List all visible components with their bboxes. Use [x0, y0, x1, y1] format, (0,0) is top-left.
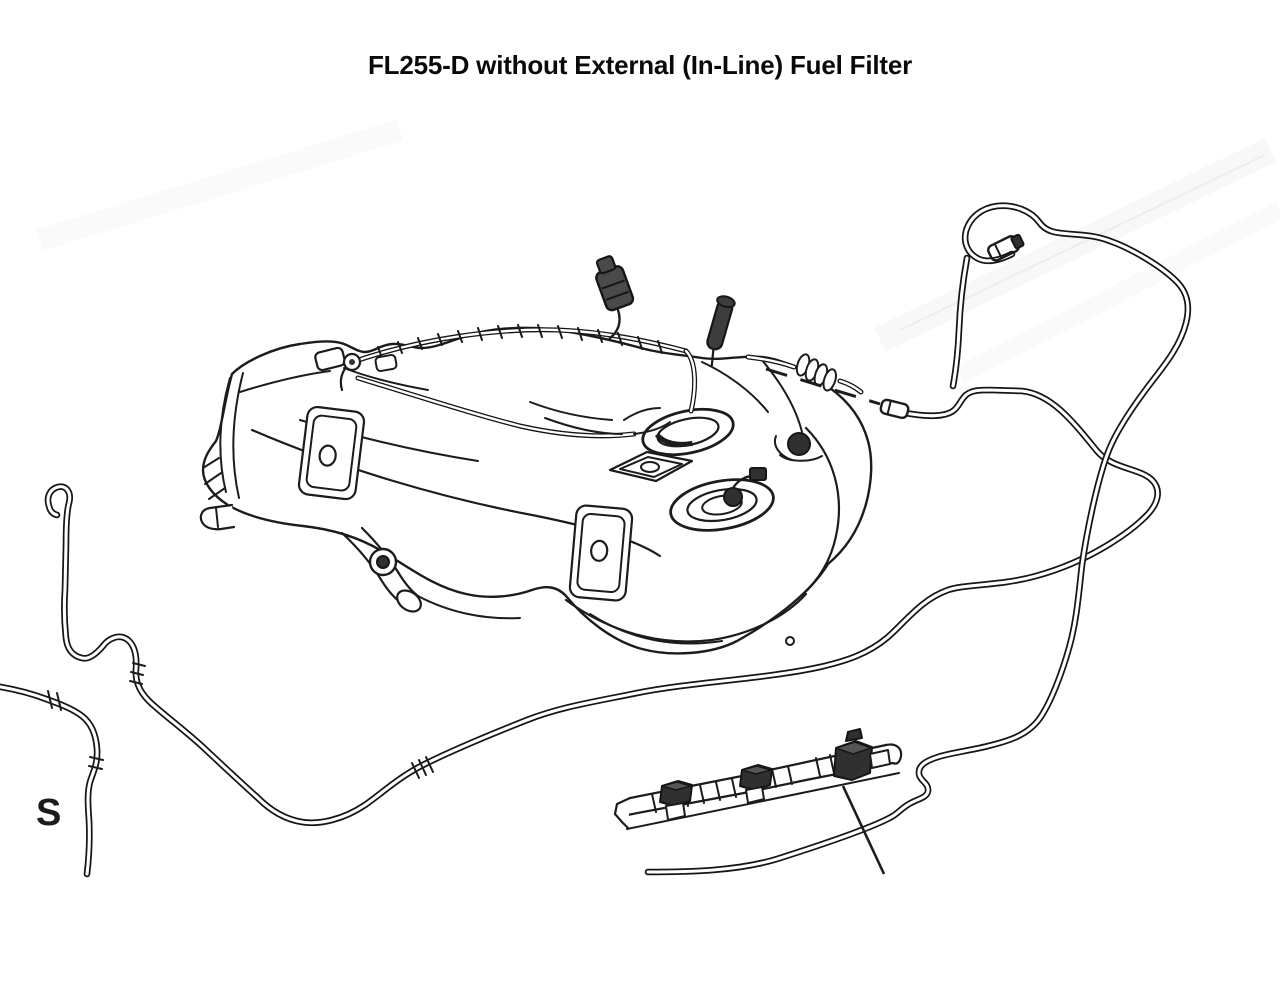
top-mounting-pad [608, 450, 694, 483]
tube-retainer-bracket [613, 728, 903, 830]
fuel-pump-module-ring [641, 407, 735, 457]
line-ribs [129, 662, 434, 779]
hose-coupler [748, 353, 861, 392]
leader-line [841, 785, 886, 875]
scan-artifact-streaks [36, 119, 1280, 383]
sender-fitting [723, 467, 767, 507]
tank-top-tube [358, 378, 671, 436]
cropped-text-fragment: S [36, 792, 62, 834]
strap-with-grommet [340, 526, 521, 620]
wiring-connector [595, 255, 635, 340]
left-fitting-cluster [314, 346, 429, 391]
fuel-tank [199, 255, 873, 655]
dashed-leader-line [765, 367, 881, 406]
front-recess-left [297, 405, 366, 501]
right-pump-blob [774, 432, 823, 462]
left-line-stub [0, 686, 104, 874]
diagram-title: FL255-D without External (In-Line) Fuel … [367, 50, 913, 80]
looped-fuel-line-with-connector [648, 206, 1188, 872]
long-return-fuel-line [48, 390, 1158, 823]
vent-stick [706, 295, 736, 367]
tank-end-cap [199, 372, 244, 531]
line-end-connector [987, 233, 1025, 262]
front-recess-right [568, 504, 634, 602]
bracket-clips [659, 728, 891, 821]
quick-connect-fitting [879, 398, 910, 420]
